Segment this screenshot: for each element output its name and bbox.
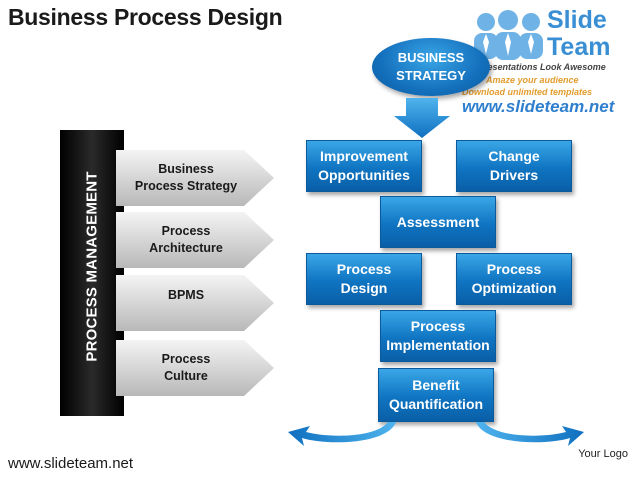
process-management-label-wrap: PROCESS MANAGEMENT bbox=[60, 130, 124, 416]
arrow-item-process-architecture: Process Architecture bbox=[116, 212, 276, 268]
process-optimization-box: Process Optimization bbox=[456, 253, 572, 305]
arrow-shape bbox=[116, 212, 274, 268]
arrow-shape bbox=[116, 340, 274, 396]
process-management-label: PROCESS MANAGEMENT bbox=[83, 171, 101, 362]
change-drivers-box: Change Drivers bbox=[456, 140, 572, 192]
arrow-label: Process Culture bbox=[161, 352, 211, 383]
brand-promo-2: Download unlimited templates bbox=[462, 87, 593, 97]
brand-tagline: Presentations Look Awesome bbox=[478, 62, 606, 72]
brand-name-slide: Slide bbox=[547, 6, 607, 34]
arrow-label: Process Architecture bbox=[149, 224, 223, 255]
down-arrow-icon bbox=[394, 98, 450, 138]
arrow-shape bbox=[116, 275, 274, 331]
arrow-item-bpms: BPMS bbox=[116, 275, 276, 331]
process-design-box: Process Design bbox=[306, 253, 422, 305]
your-logo-placeholder: Your Logo bbox=[578, 448, 628, 460]
benefit-quantification-box: Benefit Quantification bbox=[378, 368, 494, 422]
curved-arrow-left-icon bbox=[288, 422, 396, 446]
business-strategy-ellipse: BUSINESS STRATEGY bbox=[372, 38, 490, 96]
curved-arrow-right-icon bbox=[476, 422, 584, 446]
page-title: Business Process Design bbox=[8, 4, 283, 30]
brand-promo-1: Amaze your audience bbox=[486, 75, 579, 85]
arrow-label: BPMS bbox=[167, 287, 205, 302]
brand-url: www.slideteam.net bbox=[462, 97, 615, 116]
process-implementation-box: Process Implementation bbox=[380, 310, 496, 362]
brand-name-team: Team bbox=[547, 33, 611, 61]
footer-url: www.slideteam.net bbox=[8, 455, 134, 472]
arrow-item-business-process-strategy: Business Process Strategy bbox=[116, 150, 276, 206]
arrow-label: Business Process Strategy bbox=[134, 162, 238, 193]
slideteam-logo bbox=[464, 4, 638, 114]
process-management-bar bbox=[60, 130, 124, 416]
arrow-shape bbox=[116, 150, 274, 206]
arrow-item-process-culture: Process Culture bbox=[116, 340, 276, 396]
people-icon bbox=[474, 10, 543, 60]
assessment-box: Assessment bbox=[380, 196, 496, 248]
improvement-opportunities-box: Improvement Opportunities bbox=[306, 140, 422, 192]
